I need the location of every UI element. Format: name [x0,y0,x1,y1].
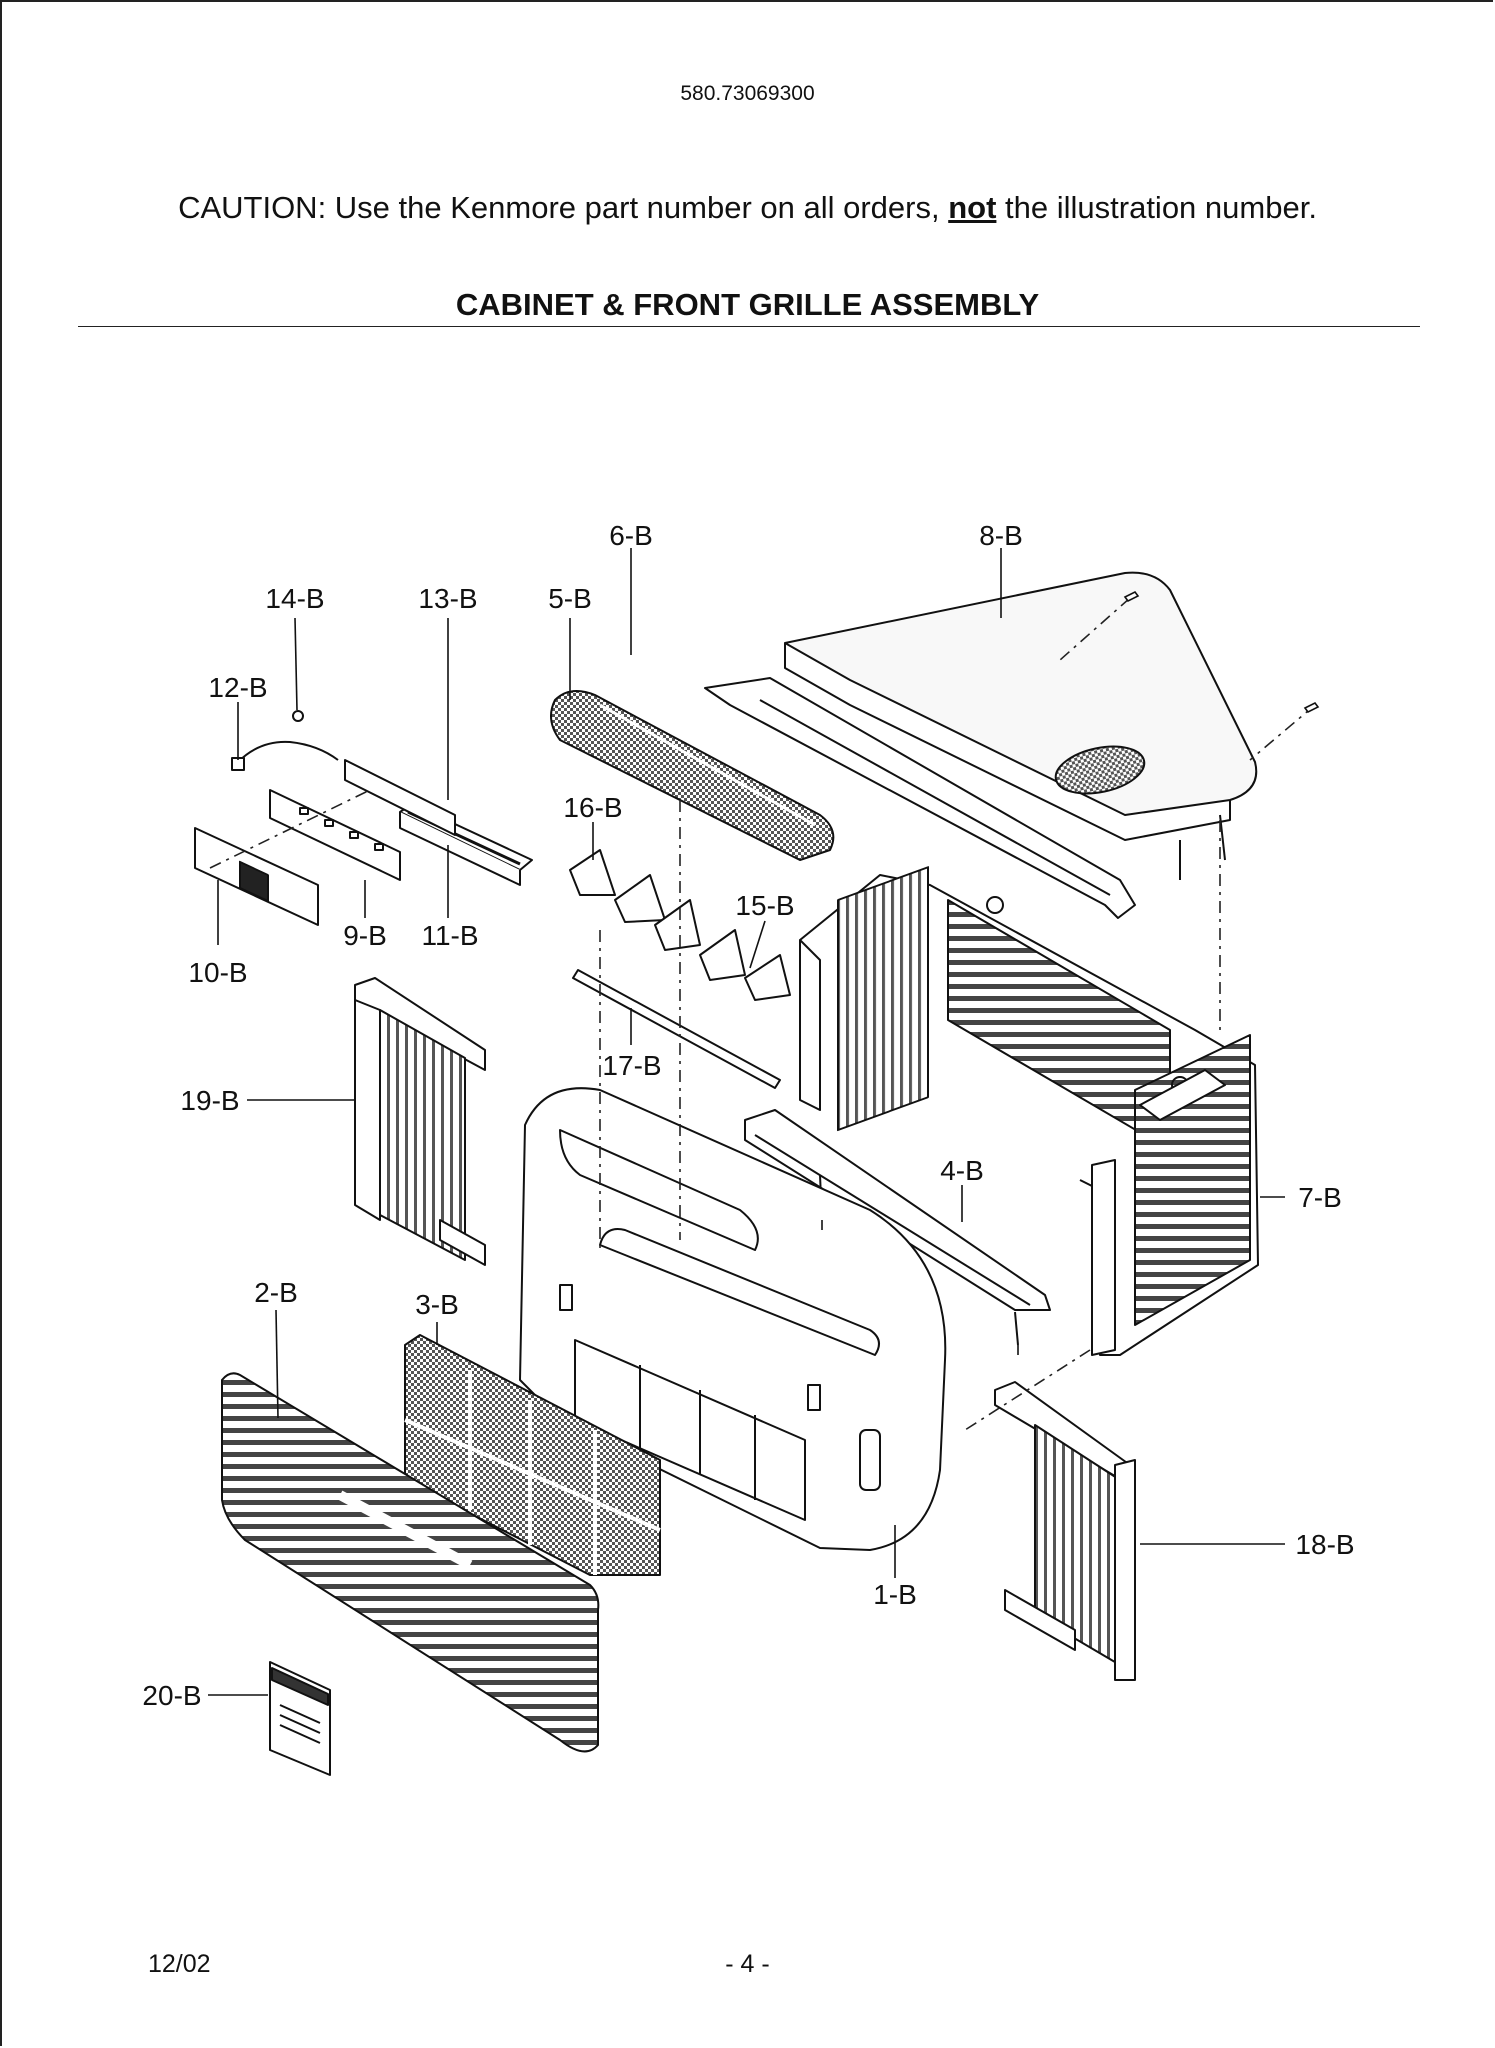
front-grille-part [221,1372,600,1753]
top-cover-part [704,571,1258,919]
clip-parts [569,849,791,1001]
model-number: 580.73069300 [680,82,815,105]
screw-icon [1303,701,1320,714]
part-label-2b: 2-B [254,1277,298,1308]
left-curtain-part [354,977,486,1266]
part-label-9b: 9-B [343,920,387,951]
part-label-11b: 11-B [421,920,478,951]
part-label-16b: 16-B [563,792,622,823]
section-title: CABINET & FRONT GRILLE ASSEMBLY [455,287,1040,322]
screw-icon [1123,590,1140,603]
part-label-15b: 15-B [735,890,794,921]
part-label-20b: 20-B [142,1680,201,1711]
alignment-line [964,1349,1091,1431]
wire-harness-part [231,740,339,771]
part-label-17b: 17-B [602,1050,661,1081]
energy-guide-label-part [269,1661,331,1776]
part-label-8b: 8-B [979,520,1023,551]
cabinet-wrapper-part [799,866,1259,1356]
page-number: - 4 - [725,1950,770,1978]
part-label-1b: 1-B [873,1579,917,1610]
title-rule [78,326,1420,327]
air-guide-part [744,1109,1051,1346]
part-label-13b: 13-B [418,583,477,614]
leader-14b [294,617,298,711]
part-label-5b: 5-B [548,583,592,614]
right-curtain-part [994,1381,1136,1681]
vent-grille-part [550,690,835,861]
part-label-14b: 14-B [265,583,324,614]
screw-part [292,710,304,722]
part-label-18b: 18-B [1295,1529,1354,1560]
control-board-part [269,759,456,881]
part-label-4b: 4-B [940,1155,984,1186]
part-label-19b: 19-B [180,1085,239,1116]
part-label-3b: 3-B [415,1289,459,1320]
air-filter-part [404,1334,661,1576]
part-label-6b: 6-B [609,520,653,551]
strip-part [572,969,781,1089]
part-label-7b: 7-B [1298,1182,1342,1213]
control-label-part [194,827,319,926]
part-label-12b: 12-B [208,672,267,703]
alignment-line [1249,704,1316,761]
leader-2b [275,1309,279,1419]
part-label-10b: 10-B [188,957,247,988]
caution-text-start: CAUTION: Use the Kenmore part number on … [178,190,949,225]
footer-date: 12/02 [148,1950,211,1978]
alignment-line [209,789,371,869]
front-panel-part [519,1087,947,1551]
caution-note: CAUTION: Use the Kenmore part number on … [0,190,1495,226]
leader-15b [749,920,766,969]
alignment-line [1059,597,1131,661]
caution-emphasis: not [948,190,997,225]
caution-text-end: the illustration number. [996,190,1317,225]
